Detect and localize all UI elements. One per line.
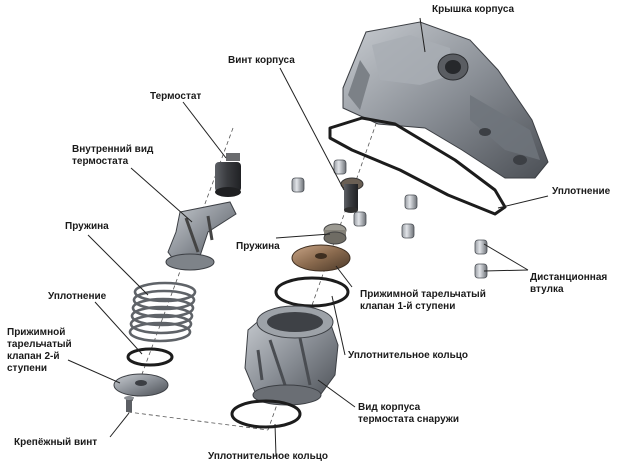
label-thermostat: Термостат (150, 91, 202, 102)
thermostat-part (215, 153, 241, 197)
label-plate-stage-2: Прижимной тарельчатый клапан 2-й ступени (7, 327, 72, 374)
spring-center (323, 223, 347, 245)
label-housing-cover: Крышка корпуса (432, 4, 515, 15)
label-spring-left: Пружина (65, 221, 109, 232)
label-thermostat-inner: Внутренний вид термостата (72, 144, 154, 167)
label-fixing-screw: Крепёжный винт (14, 437, 98, 448)
label-seal-ring-2: Уплотнительное кольцо (208, 451, 328, 462)
label-housing-outside: Вид корпуса термостата снаружи (358, 402, 459, 425)
seal-ring-2 (230, 399, 302, 429)
label-spacer-bushing: Дистанционная втулка (530, 272, 608, 295)
spring-left (128, 281, 197, 343)
seal-left (126, 347, 174, 367)
label-spring-center: Пружина (236, 241, 280, 252)
thermostat-housing-part (244, 305, 339, 406)
spacer-bushings (291, 159, 488, 279)
plate-stage-2 (113, 373, 169, 397)
label-gasket: Уплотнение (552, 186, 611, 197)
label-seal-left: Уплотнение (48, 291, 107, 302)
leader-lines (67, 17, 549, 457)
label-plate-stage-1: Прижимной тарельчатый клапан 1-й ступени (360, 289, 486, 312)
plate-stage-1 (291, 244, 351, 272)
gasket-large (328, 116, 507, 216)
fixing-screw-part (124, 396, 134, 412)
housing-screw-part (340, 177, 364, 213)
seal-ring-1 (274, 276, 350, 308)
label-housing-screw: Винт корпуса (228, 55, 295, 66)
label-seal-ring-1: Уплотнительное кольцо (348, 350, 468, 361)
thermostat-inner-part (165, 201, 237, 271)
housing-cover-part (342, 21, 549, 179)
